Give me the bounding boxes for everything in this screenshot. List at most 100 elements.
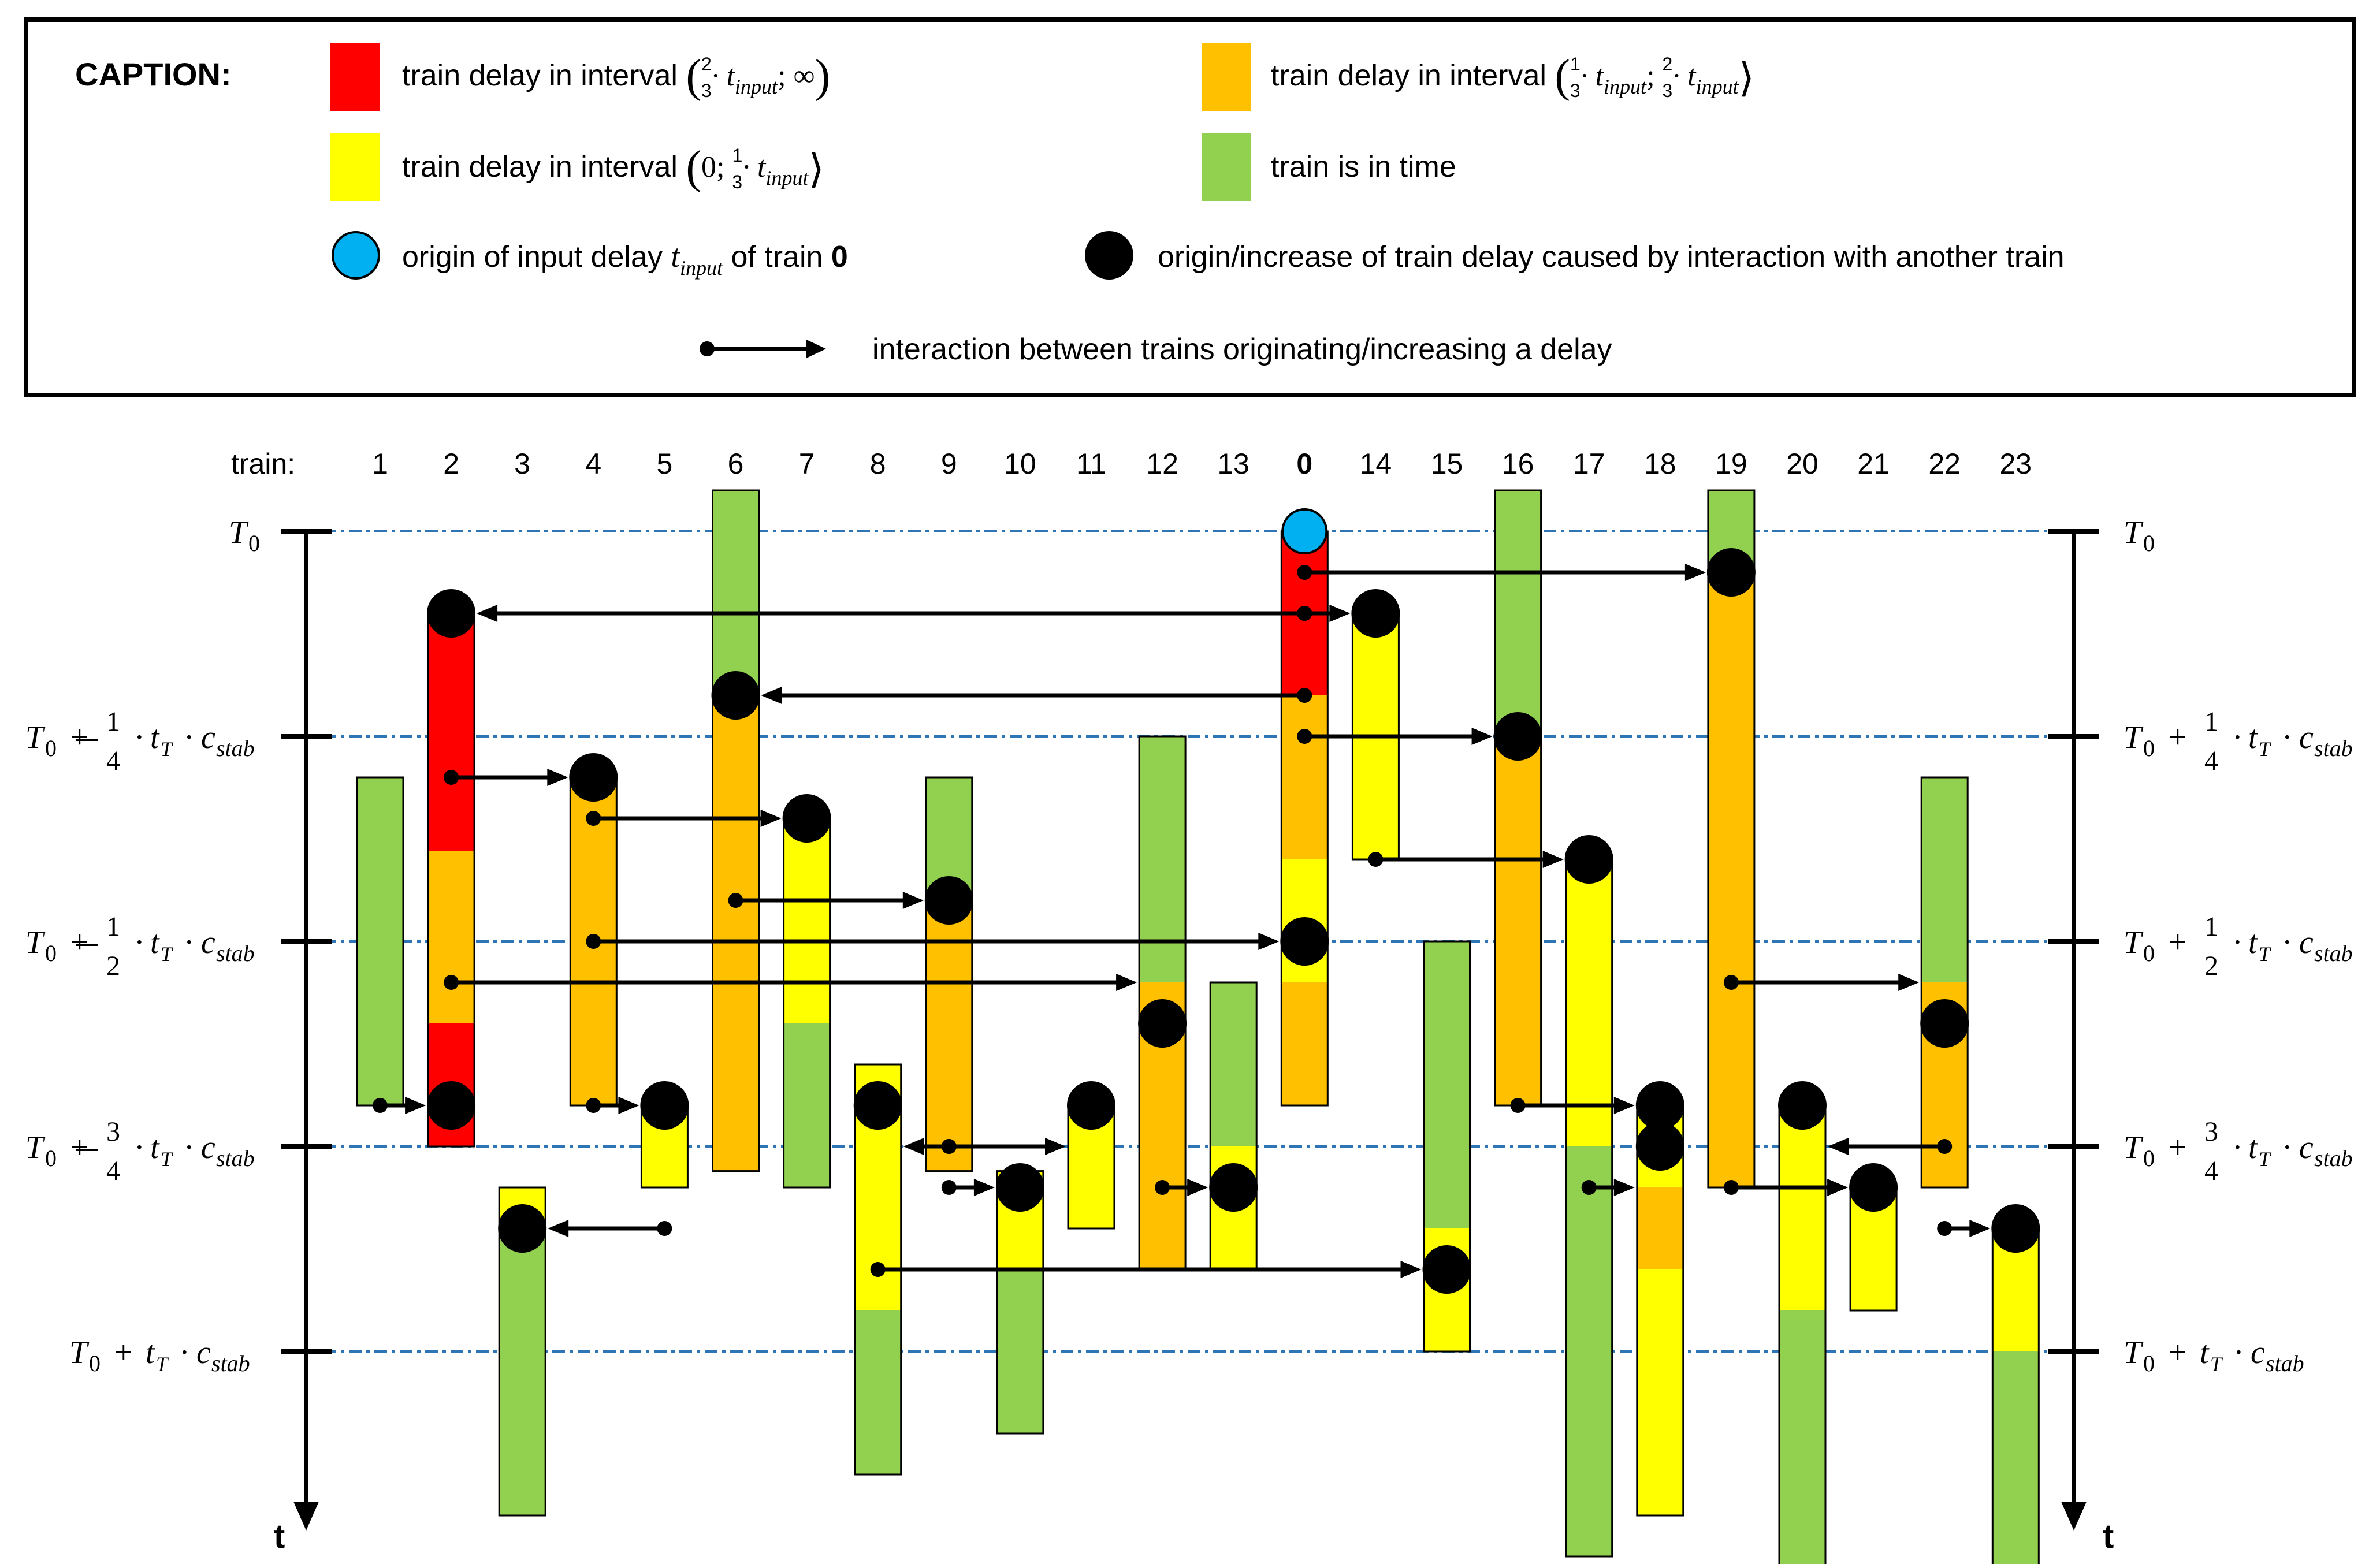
input-origin-marker-0 [1281,508,1328,554]
svg-text:c: c [196,1335,211,1371]
train-bars [356,489,2040,1564]
interaction-origin-marker-22 [1920,999,1969,1048]
interaction-origin-marker-12 [1138,999,1187,1048]
interaction-origin-marker-20 [1778,1081,1827,1130]
svg-text:1: 1 [2204,911,2218,942]
bar-segment-green [1210,982,1257,1146]
legend-label-interaction-arrow: interaction between trains originating/i… [872,333,1612,366]
interaction-arrow-9-to-11 [941,1138,1066,1155]
interaction-arrow-14-to-17 [1368,851,1564,868]
svg-text:0: 0 [45,940,57,966]
bar-segment-orange [1281,982,1328,1105]
svg-text:T: T [161,943,174,966]
svg-text:·: · [134,720,145,755]
svg-text:+: + [70,925,89,960]
bar-segment-yellow [1565,859,1612,1146]
svg-text:0: 0 [89,1350,101,1376]
interaction-origin-marker-10 [995,1163,1044,1212]
bar-segment-green [783,1023,830,1187]
legend-interaction-origin-icon [1085,231,1133,280]
svg-text:stab: stab [211,1350,250,1376]
svg-text:t: t [2248,925,2258,960]
svg-text:stab: stab [2266,1350,2304,1376]
bar-outline [498,1186,546,1517]
svg-text:T: T [161,738,174,761]
train-label-11: 11 [1076,448,1106,480]
interaction-origin-marker-8 [853,1081,902,1130]
interaction-origin-marker-4 [569,753,618,802]
svg-text:T: T [25,925,46,960]
svg-text:2: 2 [106,951,120,981]
train-label-8: 8 [870,448,886,480]
interaction-arrow-19-to-21 [1723,1179,1849,1196]
train-bar-22 [1920,776,1969,1189]
bar-segment-orange [1281,695,1328,859]
train-label-10: 10 [1004,448,1036,480]
interaction-origin-marker-9 [924,876,973,925]
svg-text:0: 0 [2143,530,2155,556]
svg-text:t: t [150,925,160,960]
interaction-origin-marker-0 [1280,917,1329,966]
legend-swatch-green [1202,133,1251,201]
svg-text:T: T [2124,515,2144,550]
train-label-23: 23 [1999,448,2032,480]
interaction-origin-marker-13 [1209,1163,1258,1212]
bar-segment-green [1139,736,1186,982]
svg-text:·: · [2282,720,2293,755]
interaction-arrow-2-to-12 [444,974,1137,991]
train-bar-1 [356,776,404,1107]
svg-text:0: 0 [2143,735,2155,761]
svg-text:c: c [2299,1130,2314,1165]
svg-text:stab: stab [216,1145,255,1171]
event-markers [427,508,2040,1294]
train-label-17: 17 [1573,448,1605,480]
svg-text:c: c [2299,720,2314,755]
interaction-origin-marker-18 [1635,1122,1684,1171]
svg-text:T: T [161,1148,174,1171]
svg-text:stab: stab [2314,940,2353,966]
svg-text:0: 0 [45,1145,57,1171]
legend-title: CAPTION: [75,56,232,92]
svg-text:T: T [2124,1130,2144,1165]
svg-text:stab: stab [216,735,255,761]
bar-segment-orange [1494,736,1541,1105]
train-label-13: 13 [1217,448,1250,480]
bar-segment-orange [925,900,972,1171]
bar-segment-yellow [1779,1105,1825,1310]
interaction-arrow-0-to-19 [1297,564,1706,581]
bar-segment-green [1992,1351,2039,1564]
train-label-2: 2 [443,448,459,480]
svg-text:T: T [69,1335,90,1371]
bar-segment-orange [1637,1187,1683,1269]
interaction-arrow-4-to-0 [586,933,1280,950]
interaction-arrow-5-to-3 [548,1220,672,1237]
interaction-arrow-0-to-2 [477,605,1312,622]
bar-segment-green [1921,777,1968,982]
bar-segment-green [712,490,759,695]
train-label-9: 9 [941,448,957,480]
svg-text:T: T [2259,1148,2272,1171]
svg-text:T: T [2259,738,2272,761]
legend-swatch-yellow [330,133,380,201]
svg-text:1: 1 [2204,706,2218,737]
interaction-origin-marker-2 [427,1081,476,1130]
train-label-19: 19 [1715,448,1747,480]
svg-text:stab: stab [2314,735,2353,761]
train-label-5: 5 [656,448,672,480]
svg-text:0: 0 [45,735,57,761]
svg-text:·: · [179,1335,190,1371]
svg-text:t: t [146,1335,155,1371]
interaction-origin-marker-5 [640,1081,689,1130]
train-label-14: 14 [1360,448,1392,480]
legend-label-interaction-origin: origin/increase of train delay caused by… [1158,240,2065,274]
bar-segment-yellow [1637,1269,1683,1515]
